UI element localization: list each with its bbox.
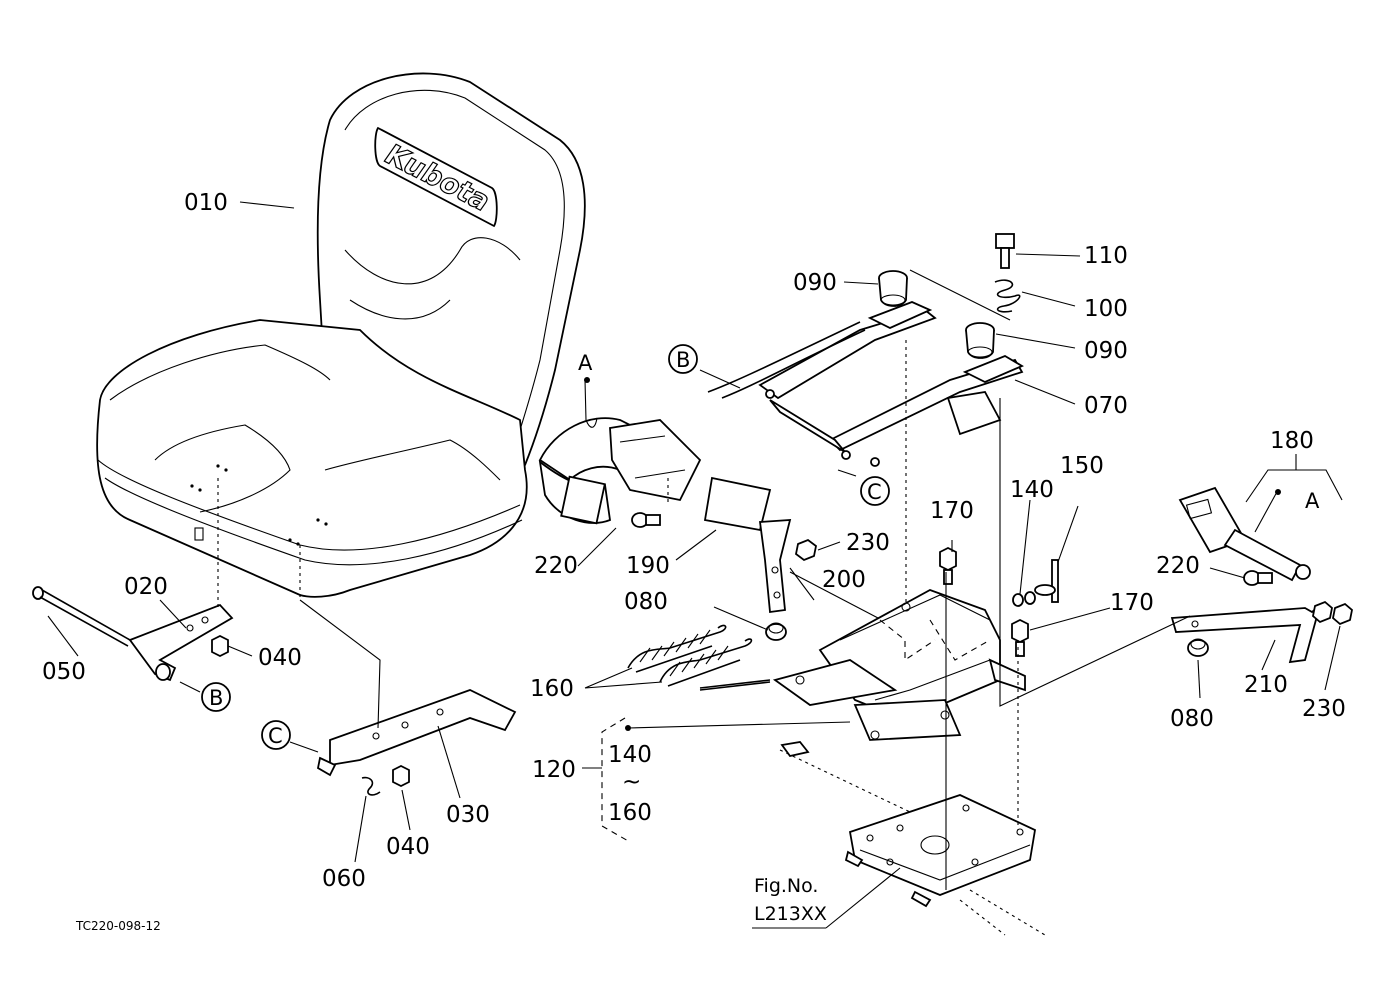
part-label-050: 050 [42,659,86,685]
bracket-030 [316,689,517,777]
part-label-070: 070 [1084,393,1128,419]
part-label-200: 200 [822,567,866,593]
base-plate [779,741,1046,936]
nut-080-left [765,622,787,641]
part-label-110: 110 [1084,243,1128,269]
bolt-110 [995,233,1015,269]
part-label-020: 020 [124,574,168,600]
bolt-220-right [1243,570,1273,586]
callout-c-bottom: C [261,720,291,750]
svg-text:C: C [268,724,283,748]
part-label-060: 060 [322,866,366,892]
part-label-170-top: 170 [930,498,974,524]
knob-090-left [878,270,908,307]
spring-160-lower [659,638,753,687]
seat-slide-rails [707,301,1024,467]
reference-fig-line2: L213XX [754,903,827,925]
part-label-230-left: 230 [846,530,890,556]
part-label-120: 120 [532,757,576,783]
part-label-220-left: 220 [534,553,578,579]
part-label-140: 140 [1010,477,1054,503]
part-label-150: 150 [1060,453,1104,479]
nut-230-left [795,538,817,562]
callout-b-bottom: B [201,682,231,712]
bracket-020 [128,603,234,682]
callout-b-top: B [668,344,698,374]
svg-text:B: B [676,348,690,372]
part-label-030: 030 [446,802,490,828]
bolt-170-right [1011,618,1029,657]
part-label-230-right: 230 [1302,696,1346,722]
seat-illustration: Kubota [96,72,586,598]
nut-080-right [1187,638,1209,657]
bolt-040-right [392,764,410,788]
reference-fig-line1: Fig.No. [754,875,818,897]
knob-090-right [965,322,995,359]
clip-060 [361,776,381,796]
part-label-090-left: 090 [793,270,837,296]
label-a-belt: A [578,351,593,375]
part-label-220-right: 220 [1156,553,1200,579]
range-tilde: ~ [622,769,641,795]
part-label-100: 100 [1084,296,1128,322]
leader-lines [47,201,1343,929]
part-label-080-right: 080 [1170,706,1214,732]
part-label-160: 160 [530,676,574,702]
range-from: 140 [608,742,652,768]
part-label-040-right: 040 [386,834,430,860]
part-label-010: 010 [184,190,228,216]
svg-text:B: B [209,686,223,710]
callout-c-top: C [860,476,890,506]
spring-100 [994,279,1021,313]
rod-050 [32,586,131,647]
part-label-170-right: 170 [1110,590,1154,616]
bolt-170-left [939,546,957,585]
nut-230-right [1312,600,1353,626]
part-label-180: 180 [1270,428,1314,454]
bolt-220-left [631,512,661,528]
svg-text:C: C [867,480,882,504]
seat-belt-retractor [538,417,792,614]
part-label-090-right: 090 [1084,338,1128,364]
suspension-base [772,589,1026,741]
spring-160-upper [627,624,727,673]
range-to: 160 [608,800,652,826]
label-a-buckle: A [1305,489,1320,513]
part-label-080-left: 080 [624,589,668,615]
washer-140 [1012,591,1036,607]
part-label-190: 190 [626,553,670,579]
seat-belt-buckle [1178,486,1311,582]
figure-code: TC220-098-12 [75,919,161,933]
pin-150 [1034,559,1059,603]
part-label-040-left: 040 [258,645,302,671]
part-label-210: 210 [1244,672,1288,698]
bolt-040-left [211,634,229,658]
bracket-210 [1170,602,1322,664]
